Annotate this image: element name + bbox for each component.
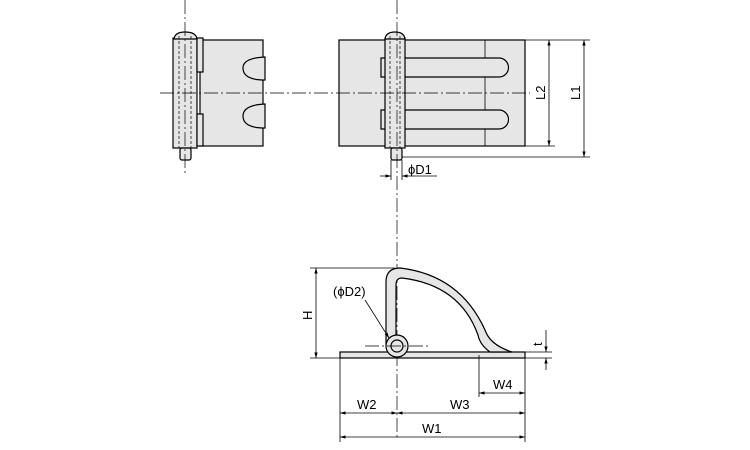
- arm: [385, 267, 513, 353]
- pin-tail: [390, 147, 403, 161]
- section-view: [339, 267, 526, 359]
- label-L1: L1: [568, 86, 583, 100]
- label-W1: W1: [422, 421, 442, 436]
- slot-bottom: [380, 109, 510, 130]
- barrel-segment-top: [196, 37, 204, 73]
- label-L2: L2: [533, 86, 548, 100]
- pin-tail: [179, 147, 192, 161]
- knuckle-bump-bottom: [242, 103, 266, 129]
- slot-top: [380, 57, 510, 78]
- pin-head: [173, 31, 198, 40]
- pin-head: [384, 31, 406, 40]
- label-H: H: [300, 311, 315, 320]
- front-view: [338, 31, 526, 161]
- label-W4: W4: [493, 377, 513, 392]
- label-D1: ϕD1: [408, 162, 432, 177]
- label-W2: W2: [357, 397, 377, 412]
- label-W3: W3: [450, 397, 470, 412]
- label-t: t: [530, 342, 545, 346]
- label-D2: (ϕD2): [333, 284, 366, 299]
- barrel-segment-bottom: [196, 113, 204, 147]
- knuckle-bump-top: [242, 56, 266, 81]
- base-plate: [339, 351, 526, 359]
- side-view-left: [172, 0, 266, 175]
